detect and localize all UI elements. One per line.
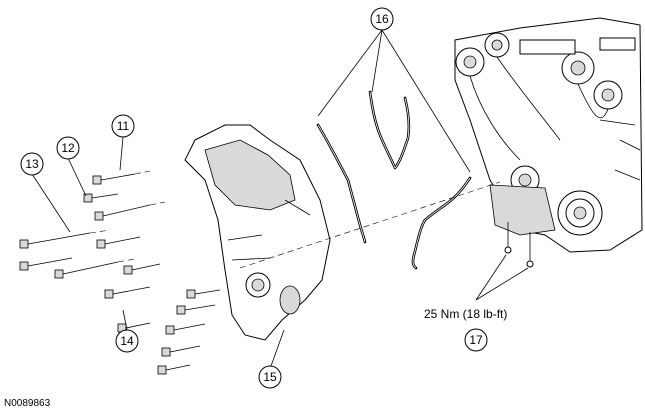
gasket-left xyxy=(316,123,367,244)
bolt-13-b xyxy=(19,229,111,249)
callout-12: 12 xyxy=(56,136,80,160)
bolt-14-a xyxy=(104,286,151,299)
bolt-r5 xyxy=(157,364,191,375)
bolt-group-right xyxy=(157,289,221,375)
leader-lines xyxy=(31,29,529,367)
svg-text:12: 12 xyxy=(61,141,75,155)
svg-text:11: 11 xyxy=(117,119,130,133)
svg-text:13: 13 xyxy=(25,157,39,171)
svg-text:16: 16 xyxy=(375,12,389,26)
bolt-13-a xyxy=(94,201,166,221)
bolt-r1 xyxy=(186,289,221,299)
torque-spec-label: 25 Nm (18 lb-ft) xyxy=(424,307,507,321)
svg-text:14: 14 xyxy=(120,334,134,348)
engine-assembly xyxy=(454,17,643,268)
callout-15: 15 xyxy=(258,365,282,389)
bolt-r3 xyxy=(165,323,206,335)
bolt-13-f xyxy=(123,263,161,275)
bolt-13-d xyxy=(96,236,141,249)
callout-11: 11 xyxy=(111,114,135,138)
timing-cover xyxy=(184,124,331,341)
bolt-r4 xyxy=(161,345,201,357)
bolt-group-left xyxy=(19,170,166,333)
figure-id-label: N0089863 xyxy=(4,398,51,409)
gasket-center xyxy=(368,90,411,170)
callout-16: 16 xyxy=(370,7,394,31)
bolt-13-c xyxy=(19,257,73,271)
bolt-r2 xyxy=(176,304,216,315)
callout-17: 17 xyxy=(464,328,488,352)
bolt-11 xyxy=(92,170,151,185)
bolt-12 xyxy=(83,193,119,203)
alignment-line xyxy=(239,181,501,269)
gasket-right xyxy=(411,176,472,270)
callout-14: 14 xyxy=(115,329,139,353)
callout-13: 13 xyxy=(20,152,44,176)
svg-text:17: 17 xyxy=(469,333,483,347)
bolt-13-e xyxy=(54,258,136,279)
svg-text:15: 15 xyxy=(263,370,277,384)
